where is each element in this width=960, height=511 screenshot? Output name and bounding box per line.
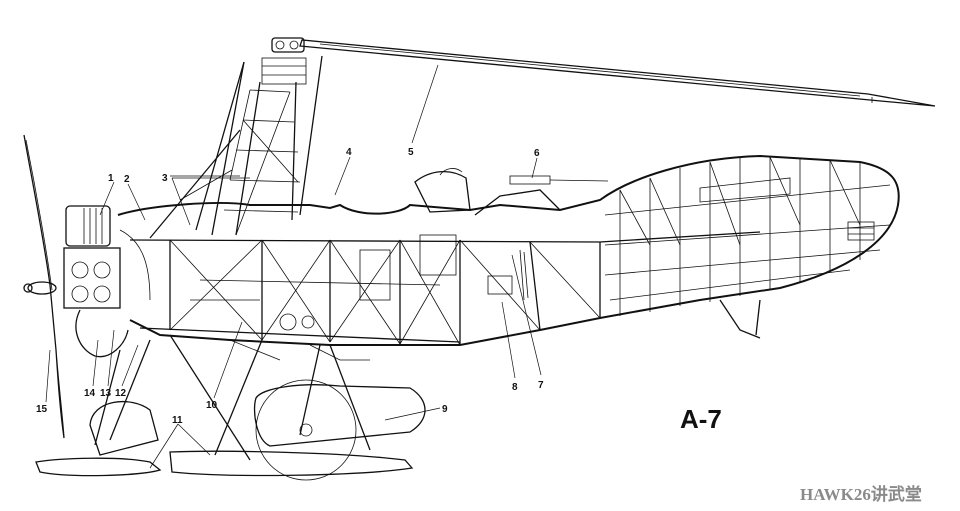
callout-1: 1: [108, 173, 114, 184]
callout-3: 3: [162, 173, 168, 184]
callout-5: 5: [408, 147, 414, 158]
rotor-pylon: [149, 55, 323, 239]
callout-12: 12: [115, 388, 127, 399]
callout-9: 9: [442, 404, 448, 415]
callout-8: 8: [512, 382, 518, 393]
fuselage-truss: [169, 239, 601, 346]
cockpit: [279, 168, 609, 331]
engine: [63, 205, 151, 358]
callout-labels: 1 2 3 4 5 6 7 8 9 10 11 12 13 14 15: [36, 147, 544, 426]
rotor-hub: [261, 37, 307, 85]
callout-7: 7: [538, 380, 544, 391]
callout-14: 14: [84, 388, 96, 399]
fuselage: [117, 154, 900, 346]
callout-6: 6: [534, 148, 540, 159]
rotor-blade: [299, 39, 936, 107]
callout-4: 4: [346, 147, 352, 158]
landing-gear: [35, 299, 761, 481]
propeller: [23, 134, 65, 439]
callout-13: 13: [100, 388, 112, 399]
callout-11: 11: [172, 415, 183, 426]
callout-10: 10: [206, 400, 218, 411]
callout-15: 15: [36, 404, 48, 415]
tail-frame-grid: [604, 156, 891, 316]
callout-2: 2: [124, 174, 130, 185]
diagram-title: A-7: [680, 404, 722, 434]
callout-leaders: [45, 64, 542, 469]
watermark: HAWK26讲武堂: [800, 484, 922, 504]
